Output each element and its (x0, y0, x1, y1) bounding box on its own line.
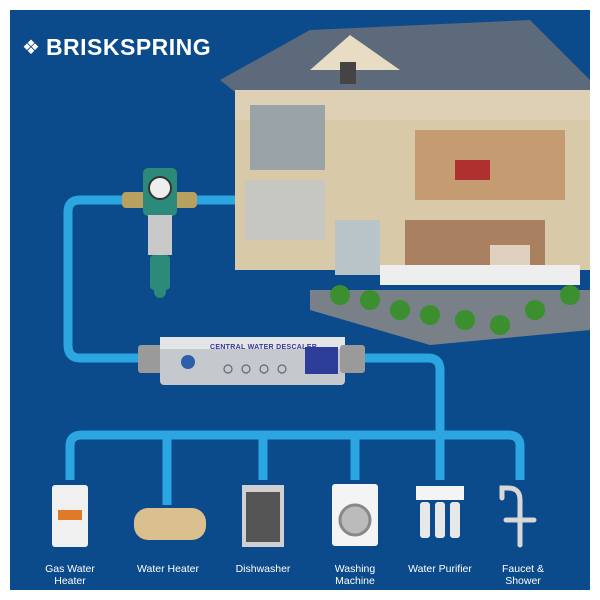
dishwasher-icon (242, 485, 284, 547)
gas-water-heater-icon (52, 485, 88, 547)
washing-machine-icon (332, 484, 378, 546)
water-heater-icon (134, 508, 206, 540)
appliance-label: Dishwasher (235, 563, 291, 575)
pipes (63, 195, 525, 505)
logo-icon: ❖ (22, 37, 40, 59)
appliance-label: Water Heater (136, 563, 200, 575)
house-illustration (220, 20, 590, 345)
descaler-illustration (138, 337, 365, 385)
product-label: CENTRAL WATER DESCALER (210, 344, 318, 351)
pre-filter-illustration (122, 168, 197, 298)
brand-logo: ❖ BRISKSPRING (22, 34, 211, 61)
appliance-label: Faucet & Shower (501, 563, 545, 587)
product-diagram: ❖ BRISKSPRING CENTRAL WATER DESCALER Gas… (10, 10, 590, 590)
faucet-icon (499, 485, 537, 548)
brand-name: BRISKSPRING (45, 34, 212, 60)
appliance-label: Water Purifier (408, 563, 472, 575)
illustration (52, 20, 590, 548)
appliance-label: Washing Machine (334, 563, 376, 587)
appliance-label: Gas Water Heater (45, 563, 95, 587)
water-purifier-icon (416, 486, 464, 538)
